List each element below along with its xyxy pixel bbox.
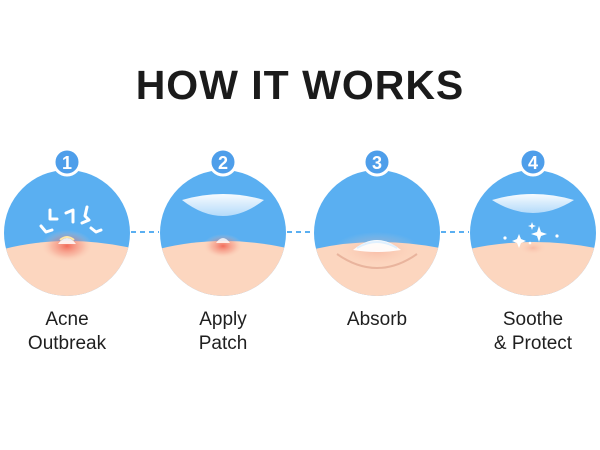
step-3-badge: 3: [362, 147, 392, 177]
patch-icon: [492, 194, 574, 213]
soothe-protect-icon: [503, 222, 559, 248]
step-3-circle: [314, 170, 440, 296]
absorb-icon: [353, 240, 401, 252]
page-title: HOW IT WORKS: [135, 62, 465, 108]
step-4-number: 4: [528, 153, 538, 173]
step-3-label-line-1: Absorb: [346, 309, 408, 330]
step-1-label-line-1: Acne: [45, 309, 89, 330]
step-1-number: 1: [62, 153, 72, 173]
step-3-number: 3: [372, 153, 382, 173]
step-2-number: 2: [218, 153, 228, 173]
step-3-label: Absorb: [307, 308, 447, 332]
step-1-circle: [4, 170, 130, 296]
acne-outbreak-icon: [39, 205, 103, 234]
step-2-label: Apply Patch: [153, 308, 293, 356]
step-4-label-line-2: & Protect: [493, 333, 573, 354]
step-2-label-line-1: Apply: [199, 309, 247, 330]
step-4-label-line-1: Soothe: [502, 309, 564, 330]
step-2-circle: [160, 170, 286, 296]
step-4-label: Soothe & Protect: [463, 308, 600, 356]
step-1-label: Acne Outbreak: [0, 308, 137, 356]
apply-patch-icon: [182, 194, 264, 216]
step-4-badge: 4: [518, 147, 548, 177]
step-1-badge: 1: [52, 147, 82, 177]
step-2-label-line-2: Patch: [198, 333, 248, 354]
step-4-circle: [470, 170, 596, 296]
step-1-label-line-2: Outbreak: [27, 333, 107, 354]
step-2-badge: 2: [208, 147, 238, 177]
